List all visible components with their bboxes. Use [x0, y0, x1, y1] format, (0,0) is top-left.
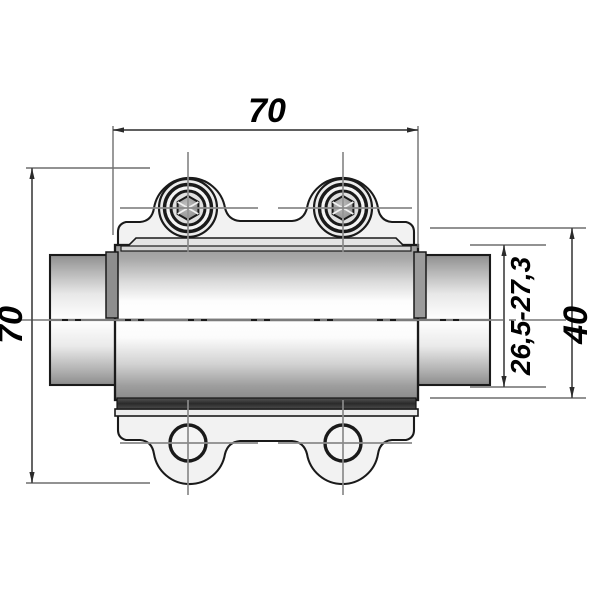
dimension-label-width-70: 70 [248, 92, 286, 130]
cylindrical-body [105, 237, 427, 410]
body-upper-half [113, 243, 420, 322]
dimension-bore: 26,5-27,3 [470, 244, 546, 388]
dimension-height-70: 70 [0, 167, 150, 484]
body-lower-half [113, 318, 420, 402]
pipe-stub-right-top [416, 253, 492, 322]
part-geometry [48, 177, 492, 485]
body-upper-lip-edge [120, 245, 412, 252]
pipe-stub-right [416, 253, 492, 387]
dimension-width-70: 70 [112, 92, 419, 248]
centerlines [18, 152, 582, 495]
body-shoulder-left [105, 251, 119, 319]
dimension-height-40: 40 [430, 227, 595, 399]
body-shoulder-right [413, 251, 427, 319]
dimension-label-height-70: 70 [0, 306, 30, 344]
dimension-label-height-40: 40 [557, 306, 595, 345]
pipe-stub-right-bottom [416, 318, 492, 387]
lower-lug-plate [114, 408, 419, 417]
dimension-lines: 70 70 26,5-27,3 40 [0, 92, 595, 484]
body-seal-band [116, 397, 417, 410]
pipe-stub-left-bottom [48, 318, 124, 387]
dimension-label-bore: 26,5-27,3 [505, 256, 536, 376]
